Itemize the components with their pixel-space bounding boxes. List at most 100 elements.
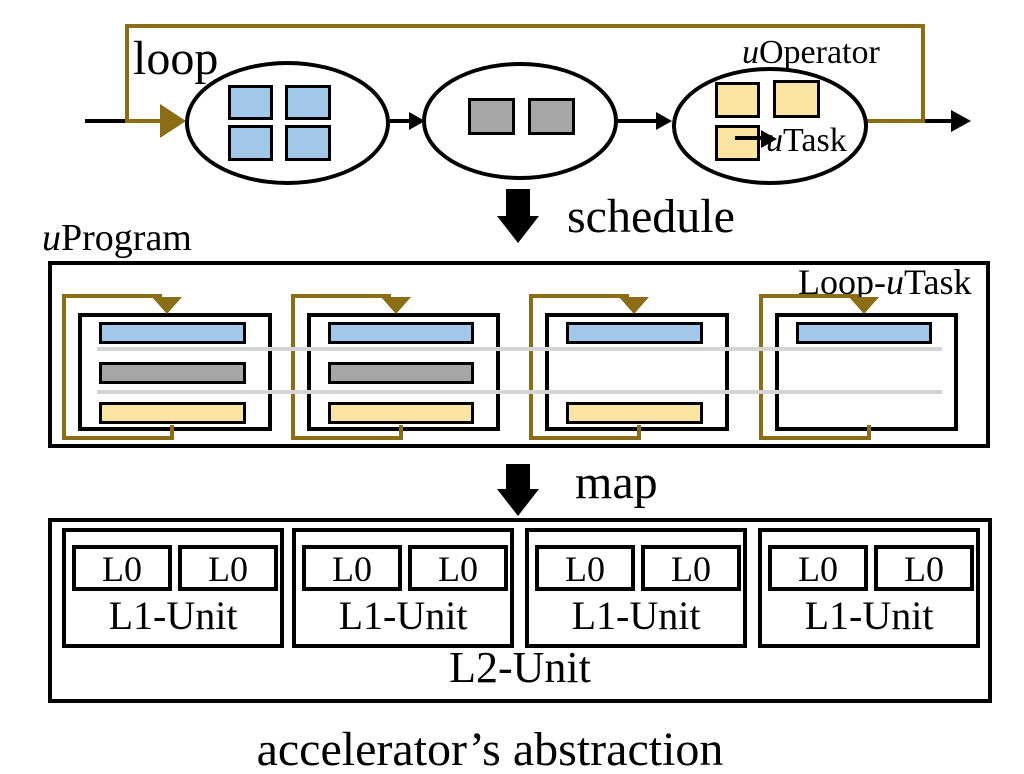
flow-arrow-1-line xyxy=(390,119,411,123)
uoperator-label-rest: Operator xyxy=(759,34,880,71)
task2-loop-bottom xyxy=(291,436,403,440)
task3-loop-left xyxy=(529,294,533,440)
loop-label: loop xyxy=(133,35,218,83)
op-square-yellow xyxy=(715,82,760,118)
task4-loop-bottom xyxy=(759,436,871,440)
task1-loop-arrowhead xyxy=(152,297,182,314)
uoperator-label: uOperator xyxy=(742,36,880,70)
loop-line-left xyxy=(125,24,129,123)
task4-loop-left xyxy=(759,294,763,440)
op-square-gray xyxy=(528,98,575,135)
output-arrow-line xyxy=(925,119,953,123)
utask-label-rest: Task xyxy=(783,122,847,159)
op-square-blue xyxy=(228,85,273,120)
flow-arrow-2-line xyxy=(618,119,658,123)
l0-box: L0 xyxy=(302,545,402,591)
l1-unit-box-2: L0 L0 L1-Unit xyxy=(292,528,514,648)
map-arrow-shaft xyxy=(506,464,530,490)
l1-unit-label: L1-Unit xyxy=(571,593,701,638)
schedule-label-text: schedule xyxy=(567,190,735,243)
task3-loop-top xyxy=(529,294,629,298)
task3-loop-stub xyxy=(637,425,641,440)
task2-blue-bar xyxy=(328,322,474,344)
schedule-arrow-head xyxy=(497,216,539,243)
uoperator-label-u: u xyxy=(742,34,759,71)
task2-gray-bar xyxy=(328,362,474,384)
task4-loop-top xyxy=(759,294,859,298)
task3-loop-bottom xyxy=(529,436,641,440)
l0-box: L0 xyxy=(72,545,172,591)
op-square-blue xyxy=(228,125,273,161)
loop-line-top xyxy=(125,24,925,28)
dependency-line-2 xyxy=(97,390,942,394)
stage1-ellipse xyxy=(185,61,390,185)
uprogram-label: uProgram xyxy=(42,219,192,257)
task3-blue-bar xyxy=(566,322,703,344)
l0-box: L0 xyxy=(408,545,508,591)
task2-yellow-bar xyxy=(328,402,474,424)
input-line xyxy=(85,119,127,123)
op-square-blue xyxy=(285,125,331,161)
utask-label-u: u xyxy=(766,122,783,159)
task2-loop-top xyxy=(291,294,391,298)
task1-loop-left xyxy=(62,294,66,440)
uprogram-label-rest: Program xyxy=(61,217,192,259)
loop-return-line xyxy=(866,119,925,123)
op-square-blue xyxy=(285,85,331,120)
l0-box: L0 xyxy=(874,545,974,591)
stage3-ellipse xyxy=(672,67,868,185)
op-square-yellow xyxy=(715,125,760,161)
task1-blue-bar xyxy=(99,322,246,344)
loop-utask-box-1 xyxy=(78,313,272,431)
map-arrow-head xyxy=(497,489,539,516)
task4-loop-arrowhead xyxy=(849,297,879,314)
l2-unit-label: L2-Unit xyxy=(52,646,988,690)
loop-label-text: loop xyxy=(133,32,219,85)
l1-unit-box-4: L0 L0 L1-Unit xyxy=(758,528,980,648)
task4-blue-bar xyxy=(796,322,932,344)
figure-caption: accelerator’s abstraction xyxy=(0,726,980,774)
utask-pointer-line xyxy=(735,136,763,140)
loop-entry-arrowhead xyxy=(160,104,186,138)
op-square-yellow xyxy=(773,80,820,118)
loop-utask-rest: Task xyxy=(903,262,972,302)
map-label: map xyxy=(575,459,658,507)
task1-loop-bottom xyxy=(62,436,174,440)
schedule-label: schedule xyxy=(567,193,735,241)
l1-unit-box-3: L0 L0 L1-Unit xyxy=(525,528,747,648)
schedule-arrow-shaft xyxy=(506,189,530,217)
utask-pointer-head xyxy=(761,130,777,148)
loop-line-right xyxy=(921,24,925,121)
task2-loop-left xyxy=(291,294,295,440)
loop-utask-box-2 xyxy=(307,313,500,431)
task2-loop-arrowhead xyxy=(381,297,411,314)
l1-unit-box-1: L0 L0 L1-Unit xyxy=(62,528,284,648)
l1-unit-label: L1-Unit xyxy=(108,593,238,638)
op-square-gray xyxy=(468,98,515,135)
uprogram-label-u: u xyxy=(42,217,61,259)
l1-unit-label: L1-Unit xyxy=(804,593,934,638)
task4-loop-stub xyxy=(867,425,871,440)
task1-loop-stub xyxy=(170,425,174,440)
task1-gray-bar xyxy=(99,362,246,384)
task1-loop-top xyxy=(62,294,162,298)
l0-box: L0 xyxy=(768,545,868,591)
output-arrow-head xyxy=(951,110,971,132)
l0-box: L0 xyxy=(535,545,635,591)
figure-caption-text: accelerator’s abstraction xyxy=(256,723,724,774)
dependency-line-1 xyxy=(97,347,942,351)
stage2-ellipse xyxy=(422,62,618,180)
l0-box: L0 xyxy=(178,545,278,591)
loop-utask-box-3 xyxy=(545,313,729,431)
task1-yellow-bar xyxy=(99,402,246,424)
task3-loop-arrowhead xyxy=(619,297,649,314)
map-label-text: map xyxy=(575,456,658,509)
flow-arrow-2-head xyxy=(656,112,672,130)
l2-unit-label-text: L2-Unit xyxy=(449,643,591,692)
l0-box: L0 xyxy=(641,545,741,591)
l1-unit-label: L1-Unit xyxy=(338,593,468,638)
loop-utask-u: u xyxy=(885,262,904,302)
task2-loop-stub xyxy=(399,425,403,440)
loop-entry-line xyxy=(127,119,162,123)
